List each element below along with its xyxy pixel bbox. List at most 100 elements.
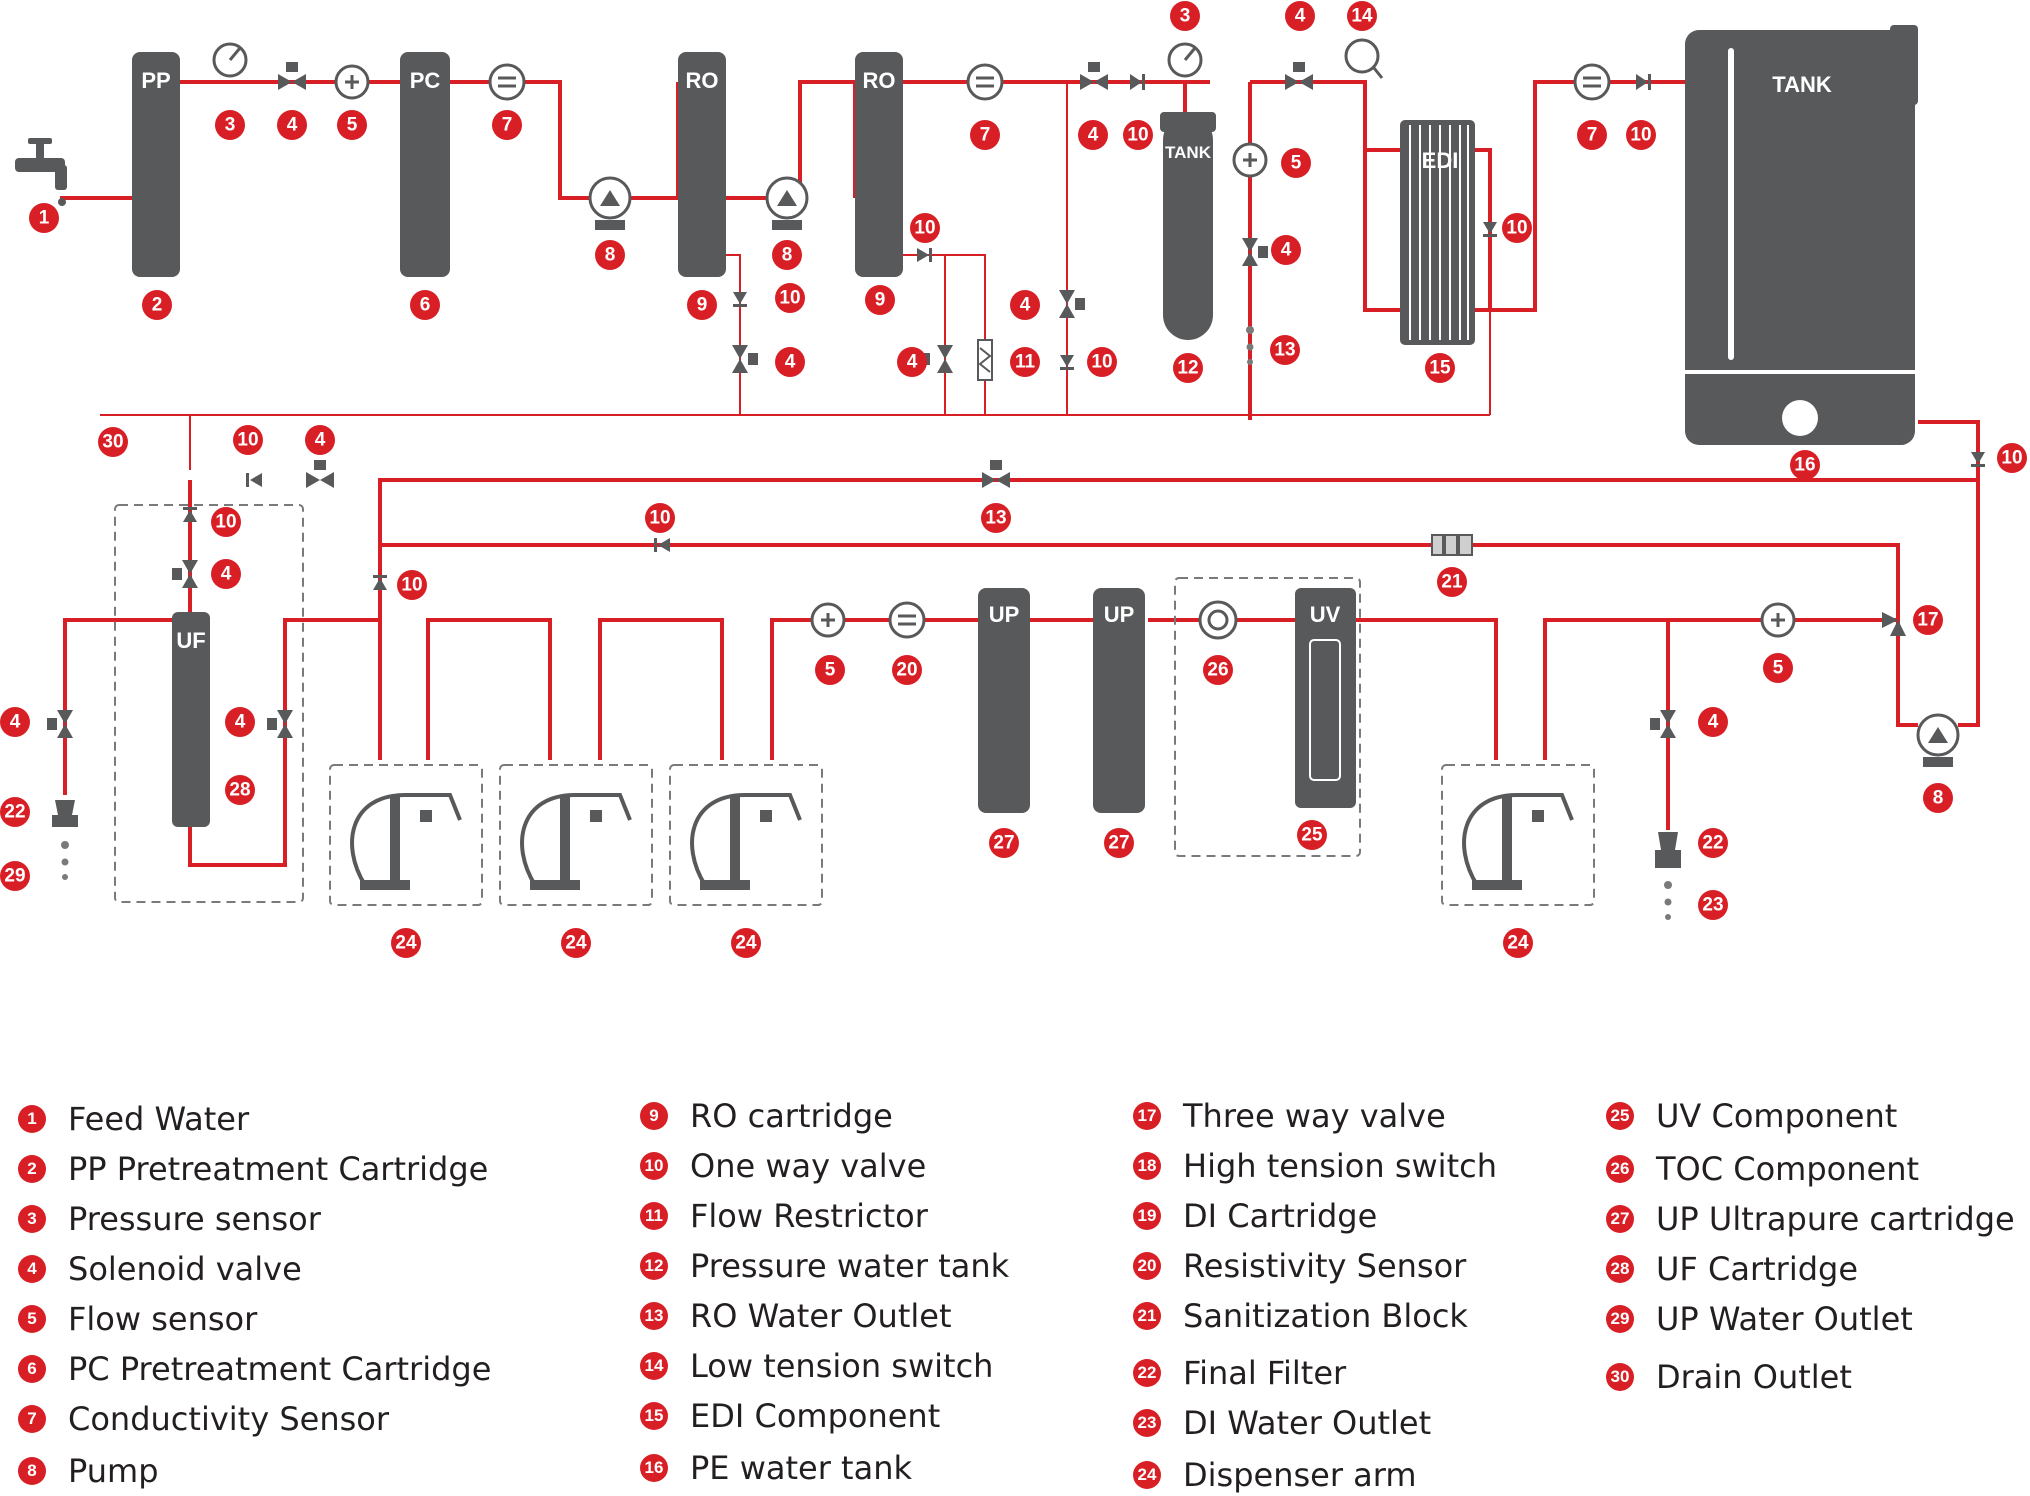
svg-text:10: 10	[1127, 125, 1148, 146]
legend-number: 7	[18, 1405, 46, 1433]
marker-4: 4	[1698, 707, 1728, 737]
legend-number: 27	[1606, 1205, 1634, 1233]
water-drop-icon	[61, 841, 69, 880]
svg-text:8: 8	[782, 245, 793, 266]
solenoid-valve-icon	[1059, 290, 1085, 318]
drain-lines	[100, 82, 1491, 470]
legend-number: 1	[18, 1105, 46, 1133]
conductivity-sensor-icon	[488, 63, 526, 101]
marker-17: 17	[1913, 605, 1943, 635]
marker-4: 4	[1271, 235, 1301, 265]
legend-number: 28	[1606, 1255, 1634, 1283]
legend-number: 23	[1133, 1409, 1161, 1437]
diagram-markers: 1 2 3 4 5 6 7 8 9 10 4 8 9 10 4 11 7 4 1…	[0, 1, 2027, 958]
marker-24: 24	[391, 928, 421, 958]
svg-text:8: 8	[605, 245, 616, 266]
svg-text:24: 24	[565, 933, 587, 954]
legend-number: 3	[18, 1205, 46, 1233]
marker-15: 15	[1425, 353, 1455, 383]
one-way-valve-icon	[1483, 222, 1497, 237]
svg-text:10: 10	[2001, 448, 2022, 469]
svg-text:12: 12	[1177, 358, 1198, 379]
svg-text:15: 15	[1429, 358, 1451, 379]
marker-22: 22	[1698, 828, 1728, 858]
solenoid-valve-icon	[1242, 238, 1268, 266]
svg-text:24: 24	[395, 933, 417, 954]
legend-label: Sanitization Block	[1183, 1297, 1468, 1335]
marker-24: 24	[1503, 928, 1533, 958]
marker-1: 1	[29, 203, 59, 233]
svg-text:4: 4	[10, 712, 21, 733]
legend-number: 8	[18, 1457, 46, 1485]
marker-4: 4	[897, 347, 927, 377]
svg-text:3: 3	[225, 115, 236, 136]
svg-text:1: 1	[39, 208, 50, 229]
svg-text:9: 9	[875, 290, 886, 311]
pressure-sensor-icon	[212, 42, 248, 78]
marker-10: 10	[397, 570, 427, 600]
marker-9: 9	[687, 290, 717, 320]
legend-label: Flow Restrictor	[690, 1197, 928, 1235]
legend-label: Pressure water tank	[690, 1247, 1010, 1285]
svg-text:4: 4	[1295, 6, 1306, 27]
svg-text:16: 16	[1794, 455, 1815, 476]
legend-number: 20	[1133, 1252, 1161, 1280]
solenoid-valve-icon	[732, 345, 758, 373]
pc-cartridge-label: PC	[410, 68, 441, 93]
uf-cartridge-label: UF	[176, 628, 205, 653]
svg-text:10: 10	[401, 575, 422, 596]
legend-number: 5	[18, 1305, 46, 1333]
marker-8: 8	[595, 240, 625, 270]
one-way-valve-icon	[1130, 74, 1145, 90]
legend-label: High tension switch	[1183, 1147, 1497, 1185]
pc-cartridge: PC	[400, 52, 450, 277]
legend-number: 16	[640, 1454, 668, 1482]
low-tension-switch-icon	[1344, 38, 1384, 79]
marker-22: 22	[0, 797, 30, 827]
legend-number: 24	[1133, 1461, 1161, 1489]
legend-label: Dispenser arm	[1183, 1456, 1417, 1494]
marker-10: 10	[233, 425, 263, 455]
legend-label: Drain Outlet	[1656, 1358, 1852, 1396]
marker-9: 9	[865, 285, 895, 315]
svg-text:17: 17	[1917, 610, 1938, 631]
marker-24: 24	[731, 928, 761, 958]
marker-24: 24	[561, 928, 591, 958]
edi-component: EDI	[1400, 120, 1475, 345]
svg-text:7: 7	[1587, 125, 1598, 146]
svg-text:10: 10	[1506, 218, 1527, 239]
one-way-valve-icon	[246, 473, 262, 487]
legend-number: 11	[640, 1202, 668, 1230]
marker-12: 12	[1173, 353, 1203, 383]
marker-10: 10	[910, 213, 940, 243]
legend-number: 10	[640, 1152, 668, 1180]
marker-7: 7	[1577, 120, 1607, 150]
marker-27: 27	[1104, 828, 1134, 858]
marker-10: 10	[1502, 213, 1532, 243]
marker-5: 5	[337, 110, 367, 140]
svg-text:4: 4	[221, 564, 232, 585]
legend-label: Feed Water	[68, 1100, 250, 1138]
svg-text:13: 13	[1274, 340, 1295, 361]
marker-16: 16	[1790, 450, 1820, 480]
svg-text:20: 20	[896, 660, 917, 681]
uv-component: UV	[1295, 588, 1356, 808]
marker-28: 28	[225, 775, 255, 805]
marker-10: 10	[775, 283, 805, 313]
marker-10: 10	[645, 503, 675, 533]
svg-text:7: 7	[980, 125, 991, 146]
dispenser-arm-icon	[520, 793, 632, 890]
svg-text:13: 13	[985, 508, 1006, 529]
marker-30: 30	[98, 427, 128, 457]
svg-text:4: 4	[235, 712, 246, 733]
solenoid-valve-icon	[278, 62, 306, 90]
marker-4: 4	[277, 110, 307, 140]
svg-text:4: 4	[1708, 712, 1719, 733]
svg-text:21: 21	[1441, 572, 1463, 593]
